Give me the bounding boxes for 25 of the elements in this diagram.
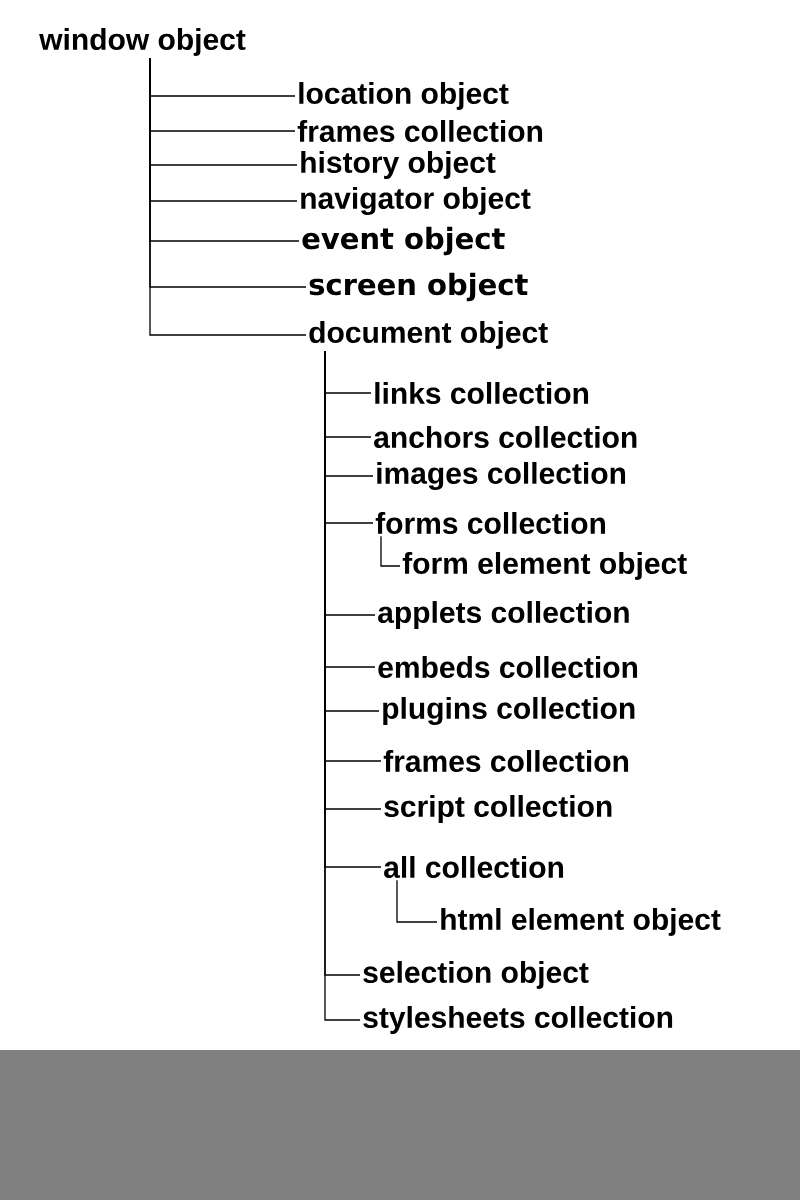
tree-connector <box>149 57 307 336</box>
tree-label: applets collection <box>378 601 629 629</box>
tree-label: event object <box>302 226 505 256</box>
tree-label: frames collection <box>297 120 543 143</box>
tree-label: selection object <box>363 961 589 989</box>
tree-connector <box>380 535 401 567</box>
tree-label: links collection <box>375 382 589 405</box>
tree-label: all collection <box>384 856 564 879</box>
tree-label: navigator object <box>301 186 531 216</box>
tree-label: images collection <box>377 461 626 491</box>
tree-label: screen object <box>309 272 528 302</box>
tree-label: forms collection <box>375 512 605 535</box>
tree-label: stylesheets collection <box>363 1006 673 1034</box>
tree-label: location object <box>299 82 509 110</box>
tree-label: document object <box>309 321 548 349</box>
tree-label: form element object <box>402 552 687 580</box>
tree-label: script collection <box>384 795 612 823</box>
tree-label: anchors collection <box>374 426 637 449</box>
tree-connector <box>396 879 438 923</box>
tree-label: embeds collection <box>378 656 638 679</box>
tree-label: html element object <box>441 908 721 936</box>
tree-label: frames collection <box>383 750 629 773</box>
tree-label: window object <box>39 28 246 56</box>
tree-label: history object <box>301 151 496 179</box>
tree-label: plugins collection <box>383 696 635 726</box>
